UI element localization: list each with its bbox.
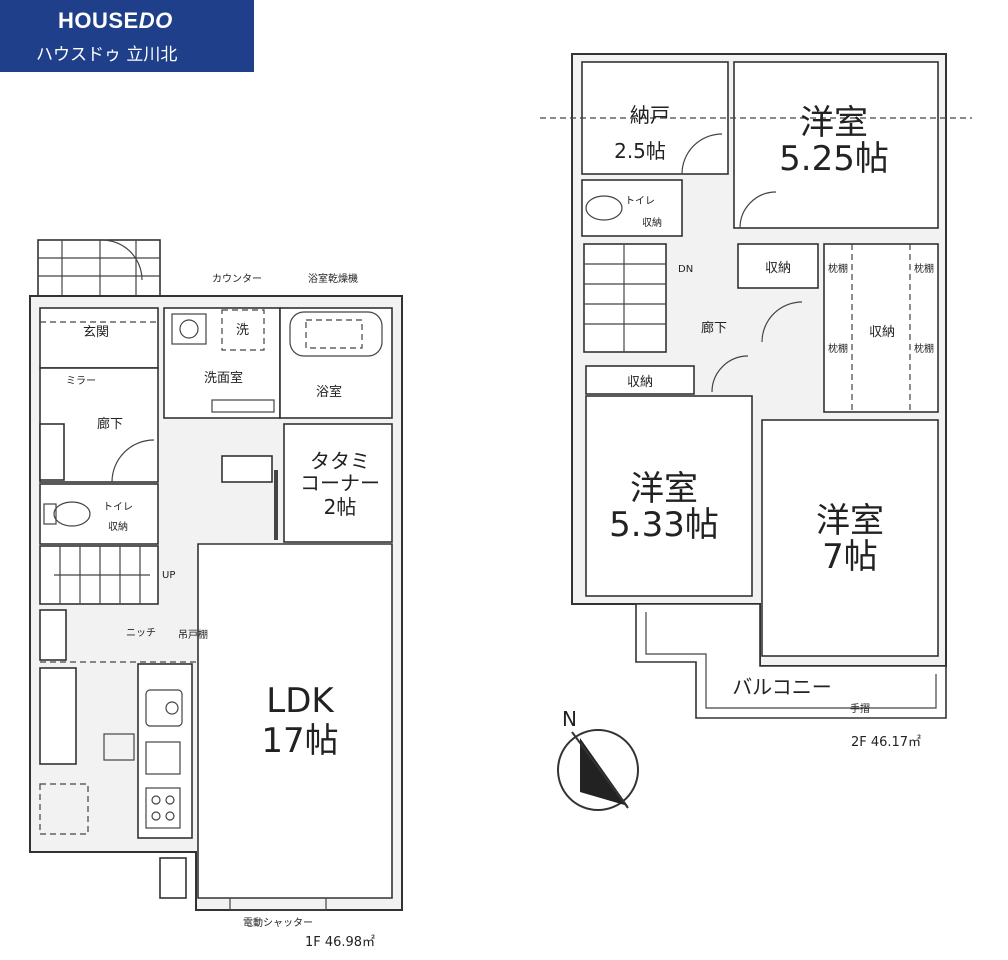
western-room-7 [761, 419, 939, 657]
label-western-3-size: 7帖 [822, 537, 878, 577]
storage-1f-lower [39, 609, 67, 661]
ldk-room [197, 543, 393, 899]
logo-branch-name: ハウスドゥ 立川北 [36, 45, 178, 65]
kitchen-storage [39, 667, 77, 765]
label-washroom: 洗面室 [204, 370, 243, 386]
fridge-space [39, 783, 89, 835]
label-western-2: 洋室 [630, 469, 698, 509]
label-counter: カウンター [212, 273, 262, 285]
label-up: UP [162, 570, 175, 581]
toilet-room-2f [581, 179, 683, 237]
label-shelf-d: 枕棚 [914, 342, 934, 355]
label-ldk: LDK [266, 681, 335, 721]
walkin-storage [823, 243, 939, 413]
label-dryer: 浴室乾燥機 [308, 272, 358, 285]
label-toilet-1f: トイレ [103, 502, 133, 513]
label-balcony: バルコニー [732, 675, 832, 699]
label-storage-hall-2f: 収納 [765, 261, 791, 276]
electric-shutter-window [229, 897, 327, 911]
stove [145, 787, 181, 829]
floor-2-plan: 納戸 2.5帖 洋室 5.25帖 トイレ 収納 DN 廊下 収納 枕棚 枕棚 収… [540, 53, 972, 750]
label-shutter: 電動シャッター [243, 916, 313, 929]
storage-1f-ldk [159, 857, 187, 899]
label-toilet-2f: トイレ [625, 196, 655, 207]
toilet-room-1f [39, 483, 159, 545]
western-room-525 [733, 61, 939, 229]
porch [37, 239, 161, 297]
label-western-1: 洋室 [800, 103, 868, 143]
washing-machine-space [221, 309, 265, 351]
label-western-3: 洋室 [816, 501, 884, 541]
label-hall-2f: 廊下 [701, 320, 727, 336]
bathroom [279, 307, 393, 419]
label-shelf-a: 枕棚 [828, 262, 848, 275]
label-western-1-size: 5.25帖 [779, 139, 889, 179]
entrance-door-swing [101, 239, 143, 281]
hall-storage [39, 423, 65, 481]
logo-brand: HOUSEDO [58, 8, 173, 33]
entrance-room [39, 307, 159, 369]
label-shelf-c: 枕棚 [828, 342, 848, 355]
kitchen-sink [145, 689, 183, 727]
balcony [635, 603, 947, 719]
label-down: DN [678, 264, 693, 275]
label-shelf-b: 枕棚 [914, 262, 934, 275]
label-storage-strip: 収納 [627, 375, 653, 390]
label-rail: 手摺 [850, 702, 870, 715]
label-sink-wash: 洗 [236, 323, 249, 338]
storage-strip [585, 365, 695, 395]
label-bath: 浴室 [316, 384, 342, 400]
label-ldk-size: 17帖 [261, 721, 338, 761]
label-western-2-size: 5.33帖 [609, 505, 719, 545]
label-mirror: ミラー [66, 375, 96, 387]
label-storage-toilet-1f: 収納 [108, 520, 128, 533]
western-room-533 [585, 395, 753, 597]
floor-1-plan: 玄関 ミラー 廊下 カウンター 浴室乾燥機 洗 洗面室 浴室 タタミ コーナー … [29, 239, 403, 950]
floor-2-area-label: 2F 46.17㎡ [851, 735, 921, 750]
label-closet-size: 2.5帖 [614, 139, 666, 163]
kitchen-counter [137, 663, 193, 839]
stairs-2f [583, 243, 667, 353]
label-tatami-3: 2帖 [324, 495, 357, 519]
brand-logo: HOUSEDO ハウスドゥ 立川北 [0, 0, 254, 72]
label-closet: 納戸 [630, 103, 670, 127]
compass-north-label: N [562, 707, 577, 731]
label-tatami-1: タタミ [310, 449, 370, 473]
label-toilet-storage-2f: 収納 [642, 216, 662, 229]
label-tatami-2: コーナー [300, 471, 380, 495]
label-niche: ニッチ [126, 627, 156, 639]
washroom-storage [221, 455, 273, 483]
tatami-corner [283, 423, 393, 543]
label-hall-1f: 廊下 [97, 416, 123, 432]
bathtub [289, 311, 383, 357]
label-entrance: 玄関 [83, 325, 109, 340]
hall-storage-2f [737, 243, 819, 289]
label-cupboard: 吊戸棚 [178, 628, 208, 641]
floor-1-area-label: 1F 46.98㎡ [305, 935, 375, 950]
label-walkin-storage: 収納 [869, 325, 895, 340]
compass-icon: N [557, 707, 639, 811]
